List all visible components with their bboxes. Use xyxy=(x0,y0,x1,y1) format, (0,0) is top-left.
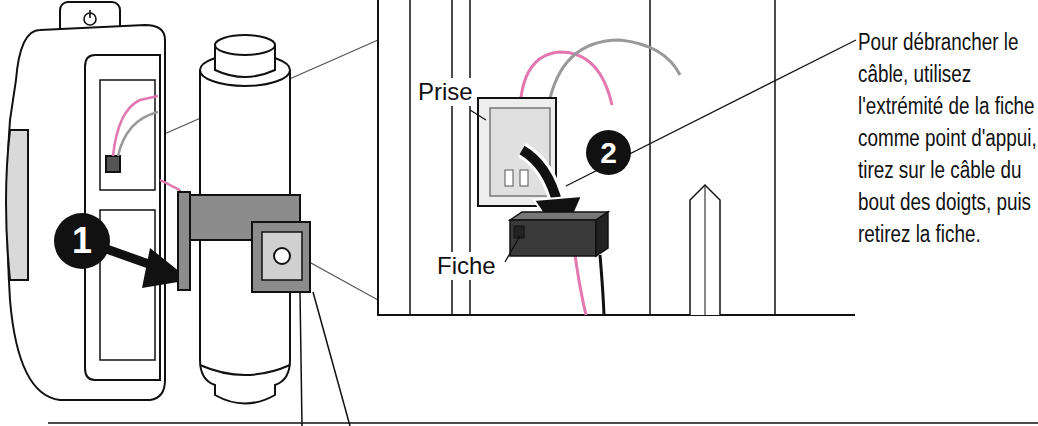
arrow xyxy=(98,246,190,288)
leader-line xyxy=(566,40,856,186)
plug xyxy=(510,212,608,315)
leader-line xyxy=(470,110,486,120)
note: Pour débrancher le câble, utilisez l'ext… xyxy=(858,26,1037,250)
device xyxy=(6,2,180,400)
part-name: Fiche xyxy=(437,252,496,280)
leader-line xyxy=(313,292,350,426)
callout-number: 2 xyxy=(586,130,631,175)
callout-text: 2 xyxy=(600,136,617,170)
wire xyxy=(548,40,680,108)
callout-text: 1 xyxy=(72,220,92,262)
leader-line xyxy=(505,236,520,262)
socket xyxy=(478,98,556,206)
leader-line xyxy=(300,292,302,426)
sensor xyxy=(178,35,310,404)
callout-number: 1 xyxy=(54,213,110,269)
part-name: Prise xyxy=(418,78,473,106)
frame-line xyxy=(48,422,1038,424)
zoom-panel xyxy=(378,0,855,315)
